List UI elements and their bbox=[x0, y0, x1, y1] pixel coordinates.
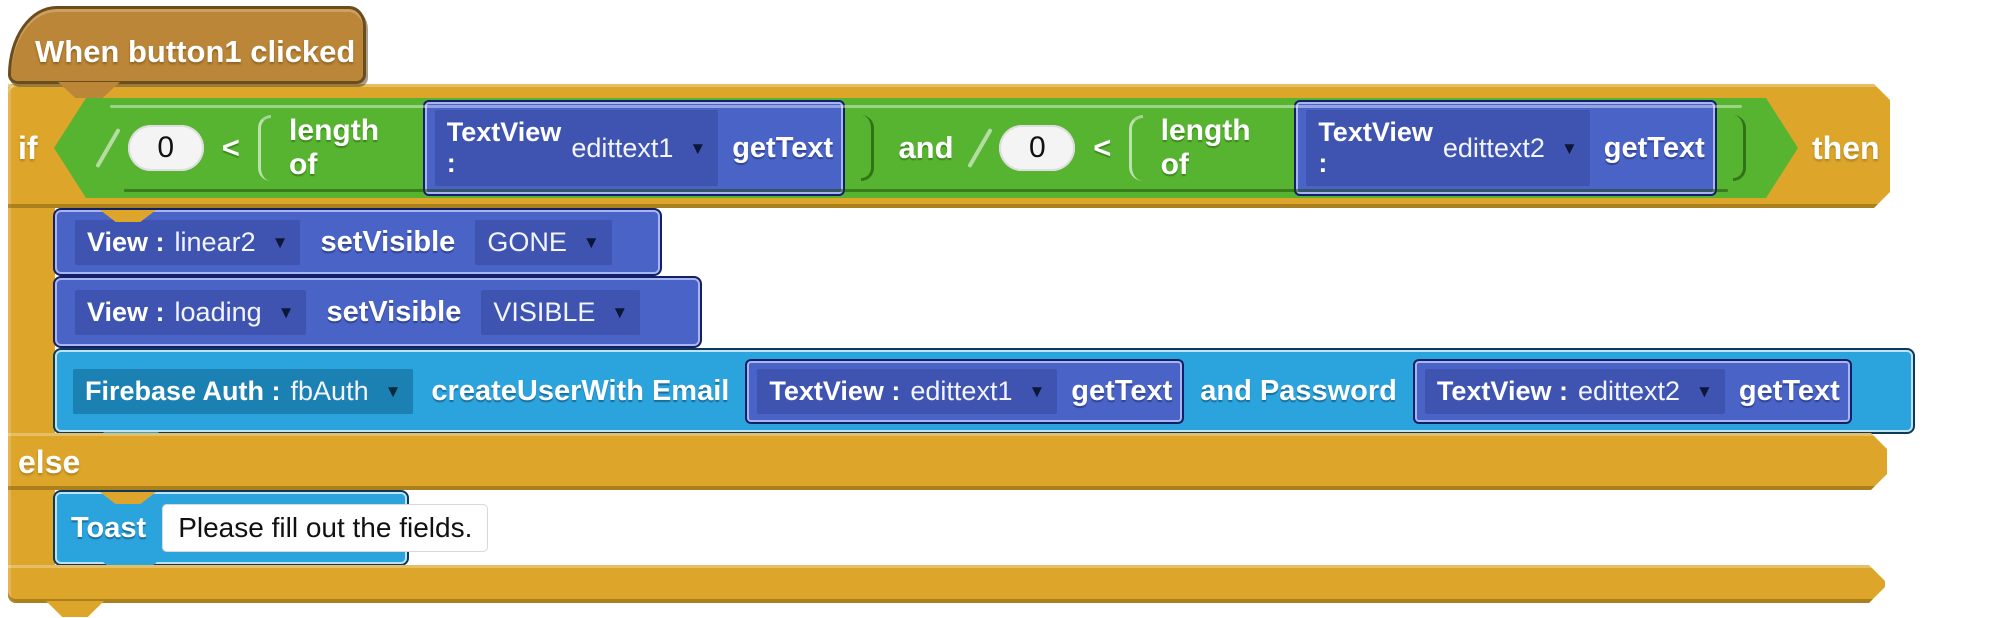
and-password-label: and Password bbox=[1200, 374, 1397, 407]
component-name: Firebase Auth : bbox=[85, 375, 281, 406]
condition-outline-bottom bbox=[124, 189, 1728, 192]
component-id: edittext2 bbox=[1442, 132, 1545, 163]
length-of-label-1: length of bbox=[289, 114, 380, 181]
component-dropdown-linear2[interactable]: View : linear2 ▼ bbox=[75, 219, 301, 265]
dropdown-arrow-icon[interactable]: ▼ bbox=[582, 232, 600, 252]
event-hat-block[interactable]: When button1 clicked bbox=[8, 6, 366, 84]
visibility-dropdown-gone[interactable]: GONE ▼ bbox=[475, 219, 612, 265]
if-block-closing-bar[interactable] bbox=[8, 565, 1885, 603]
condition-outline-top bbox=[110, 105, 1742, 108]
component-id: edittext1 bbox=[571, 132, 674, 163]
dropdown-arrow-icon[interactable]: ▼ bbox=[384, 381, 402, 401]
email-arg-gettext-block[interactable]: TextView : edittext1 ▼ getText bbox=[747, 360, 1183, 422]
nested-edge-decor bbox=[967, 128, 992, 168]
dropdown-arrow-icon[interactable]: ▼ bbox=[1696, 381, 1713, 401]
dropdown-arrow-icon[interactable]: ▼ bbox=[689, 138, 707, 158]
less-than-operator-2: < bbox=[1093, 130, 1112, 165]
nested-edge-decor bbox=[95, 128, 120, 168]
length-of-outline-close bbox=[1733, 115, 1746, 181]
visibility-dropdown-visible[interactable]: VISIBLE ▼ bbox=[481, 289, 641, 335]
component-id: edittext1 bbox=[910, 375, 1013, 406]
component-dropdown-edittext1[interactable]: TextView : edittext1 ▼ bbox=[435, 110, 718, 186]
component-id: fbAuth bbox=[290, 375, 369, 406]
number-input-2[interactable]: 0 bbox=[999, 125, 1075, 171]
comparison-block-1[interactable]: 0 < length of TextView : edittext1 ▼ get… bbox=[106, 102, 874, 194]
dropdown-arrow-icon[interactable]: ▼ bbox=[1028, 381, 1046, 401]
length-of-outline-open bbox=[258, 115, 271, 181]
event-hat-label: When button1 clicked bbox=[35, 34, 356, 69]
component-id: edittext2 bbox=[1577, 375, 1681, 406]
gettext-block-1[interactable]: TextView : edittext1 ▼ getText bbox=[425, 102, 843, 194]
comparison-block-2[interactable]: 0 < length of TextView : edittext2 ▼ get… bbox=[978, 102, 1746, 194]
component-dropdown-fbauth[interactable]: Firebase Auth : fbAuth ▼ bbox=[73, 368, 414, 414]
password-arg-gettext-block[interactable]: TextView : edittext2 ▼ getText bbox=[1414, 360, 1850, 422]
gettext-method-label: getText bbox=[732, 131, 834, 164]
then-keyword-label: then bbox=[1812, 130, 1880, 166]
dropdown-arrow-icon[interactable]: ▼ bbox=[277, 302, 295, 322]
toast-message-input[interactable]: Please fill out the fields. bbox=[162, 504, 489, 552]
component-name: TextView : bbox=[769, 375, 901, 406]
gettext-method-label: getText bbox=[1603, 131, 1705, 164]
toast-block[interactable]: Toast Please fill out the fields. bbox=[55, 492, 489, 564]
if-keyword-label: if bbox=[18, 130, 38, 166]
else-row[interactable] bbox=[8, 433, 1887, 490]
statement-notch bbox=[100, 492, 156, 504]
dropdown-arrow-icon[interactable]: ▼ bbox=[271, 232, 289, 252]
gettext-method-label: getText bbox=[1738, 374, 1840, 407]
firebase-createuser-block[interactable]: Firebase Auth : fbAuth ▼ createUserWith … bbox=[55, 350, 1913, 432]
component-name: TextView : bbox=[446, 117, 562, 178]
component-dropdown-edittext1[interactable]: TextView : edittext1 ▼ bbox=[757, 368, 1058, 414]
toast-label: Toast bbox=[71, 511, 147, 544]
if-block-bottom-connector-notch bbox=[46, 601, 104, 617]
length-of-outline-close bbox=[861, 115, 874, 181]
component-dropdown-edittext2[interactable]: TextView : edittext2 ▼ bbox=[1424, 368, 1725, 414]
component-id: linear2 bbox=[174, 226, 256, 257]
dropdown-arrow-icon[interactable]: ▼ bbox=[1560, 138, 1578, 158]
component-dropdown-edittext2[interactable]: TextView : edittext2 ▼ bbox=[1306, 110, 1589, 186]
setvisible-method-label: setVisible bbox=[326, 295, 462, 328]
component-name: View : bbox=[87, 296, 165, 327]
gettext-block-2[interactable]: TextView : edittext2 ▼ getText bbox=[1296, 102, 1714, 194]
less-than-operator-1: < bbox=[221, 130, 240, 165]
length-of-label-2: length of bbox=[1160, 114, 1251, 181]
component-dropdown-loading[interactable]: View : loading ▼ bbox=[75, 289, 307, 335]
setvisible-block-loading[interactable]: View : loading ▼ setVisible VISIBLE ▼ bbox=[55, 278, 700, 346]
else-keyword-label: else bbox=[18, 444, 81, 480]
length-of-outline-open bbox=[1129, 115, 1142, 181]
component-name: View : bbox=[87, 226, 165, 257]
visibility-value: GONE bbox=[487, 226, 567, 257]
condition-and-block[interactable]: 0 < length of TextView : edittext1 ▼ get… bbox=[54, 98, 1798, 198]
visibility-value: VISIBLE bbox=[493, 296, 596, 327]
component-id: loading bbox=[174, 296, 262, 327]
hat-connector-tab bbox=[58, 82, 120, 98]
createuser-method-label: createUserWith Email bbox=[431, 374, 730, 407]
statement-notch bbox=[100, 210, 156, 222]
dropdown-arrow-icon[interactable]: ▼ bbox=[611, 302, 629, 322]
gettext-method-label: getText bbox=[1071, 374, 1173, 407]
and-operator-label: and bbox=[898, 130, 954, 165]
component-name: TextView : bbox=[1318, 117, 1433, 178]
setvisible-block-linear2[interactable]: View : linear2 ▼ setVisible GONE ▼ bbox=[55, 210, 660, 274]
component-name: TextView : bbox=[1436, 375, 1568, 406]
number-input-1[interactable]: 0 bbox=[128, 125, 204, 171]
setvisible-method-label: setVisible bbox=[320, 225, 456, 258]
